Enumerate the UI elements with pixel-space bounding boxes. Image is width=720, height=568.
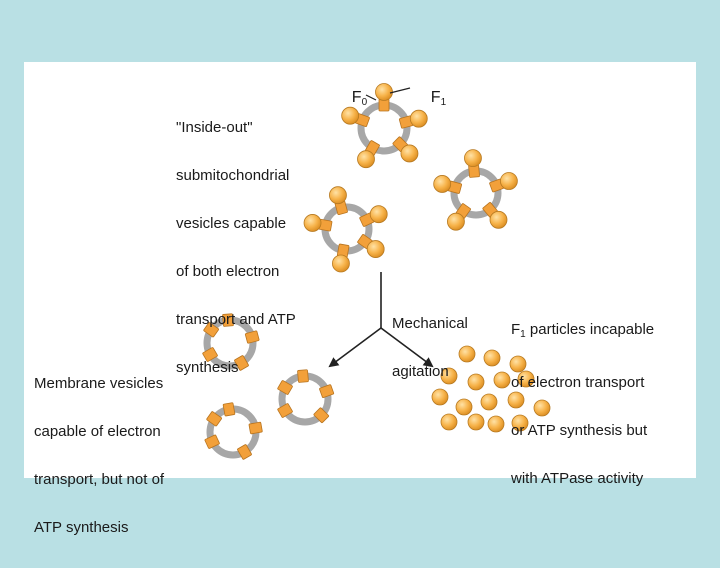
f1-particle [458, 345, 476, 363]
f1-sphere [341, 106, 360, 125]
f1-sphere [329, 186, 347, 205]
arrow-layer [328, 272, 434, 368]
inside-out-vesicles-label: "Inside-out" submitochondrial vesicles c… [176, 119, 296, 376]
f1-particle [493, 371, 511, 389]
f1-pointer [389, 87, 411, 94]
f1-sphere [499, 172, 518, 190]
f0-stalk [248, 421, 263, 435]
f0-stalk [237, 444, 252, 460]
f0-stalk [297, 369, 309, 383]
f0-pointer [365, 94, 377, 101]
f1-label: F1 [430, 89, 447, 109]
f1-particle [440, 413, 458, 431]
f1-sphere [400, 144, 419, 163]
f0-stalk [204, 434, 220, 449]
f0-stalk [244, 330, 260, 344]
vesicle-layer [202, 83, 518, 460]
label-pointer-layer [365, 87, 411, 101]
mechanical-agitation-label: Mechanical agitation [392, 315, 468, 380]
f0-stalk [277, 403, 293, 418]
f0-stalk [277, 380, 293, 395]
membrane-vesicle [204, 402, 263, 460]
f0-stalk [222, 402, 236, 417]
f1-particle [440, 367, 458, 385]
f1-particles-label: F1 particles incapable of electron trans… [511, 321, 655, 487]
f1-particle [467, 413, 485, 431]
f1-sphere [357, 150, 375, 169]
f0-stalk [313, 407, 330, 424]
f1-particle [509, 355, 527, 373]
inside-out-vesicle [303, 186, 388, 273]
f1-particle [507, 391, 525, 409]
inside-out-vesicle [433, 149, 518, 231]
f1-sphere [409, 109, 428, 128]
f1-sphere [447, 212, 465, 231]
f1-particle [487, 415, 505, 433]
arrow-left [328, 327, 382, 368]
f1-particle [431, 388, 449, 406]
f0-label: F0 [351, 89, 368, 109]
f1-sphere [332, 254, 350, 273]
membrane-vesicle [277, 369, 335, 426]
f1-sphere [433, 175, 452, 193]
inside-out-vesicle [341, 83, 428, 169]
f1-sphere [369, 205, 388, 224]
f0-stalk [319, 384, 335, 399]
f1-particle [480, 393, 498, 411]
atp-synthase-diagram [202, 83, 551, 460]
f1-sphere [375, 83, 393, 101]
membrane-vesicle [202, 313, 260, 371]
f0-stalk [206, 411, 222, 427]
f1-sphere [489, 210, 508, 229]
f1-particle [467, 373, 485, 391]
f1-particle [483, 349, 501, 367]
membrane-vesicles-label: Membrane vesicles capable of electron tr… [34, 375, 165, 536]
f1-sphere [464, 149, 482, 168]
f1-particle [533, 399, 551, 417]
f1-particle [455, 398, 473, 416]
arrow-right [380, 327, 434, 368]
f0-stalk [234, 355, 249, 371]
f1-particle [511, 414, 529, 432]
f1-particle [517, 370, 535, 388]
f0-stalk [203, 322, 219, 338]
figure-panel: "Inside-out" submitochondrial vesicles c… [24, 62, 696, 536]
f0-stalk [222, 313, 234, 327]
f1-sphere [366, 240, 385, 258]
f0-stalk [202, 347, 218, 362]
f1-sphere [303, 214, 322, 232]
f1-particle-layer [431, 345, 551, 433]
